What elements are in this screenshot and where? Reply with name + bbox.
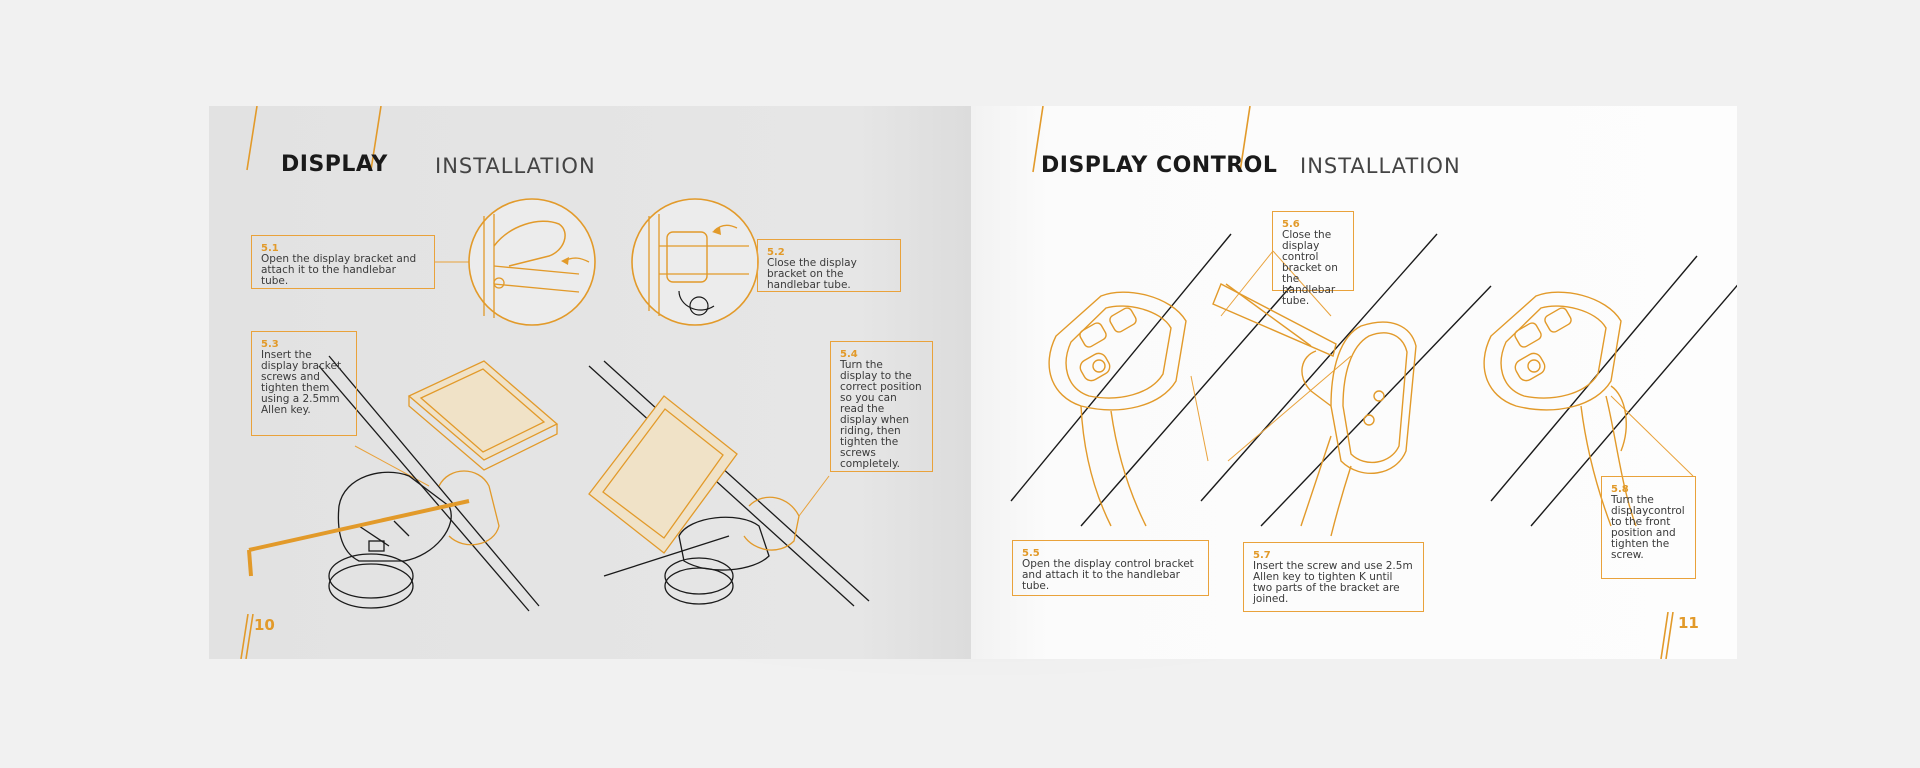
step-number: 5.8 (1611, 484, 1629, 495)
step-5-8: 5.8 Turn the displaycontrol to the front… (1601, 476, 1696, 579)
left-page-illustrations (246, 106, 870, 612)
left-title-installation: INSTALLATION (435, 154, 596, 178)
step-number: 5.4 (840, 349, 858, 360)
step-number: 5.1 (261, 243, 279, 254)
step-text: Insert the display bracket screws and ti… (261, 349, 342, 416)
step-5-1: 5.1 Open the display bracket and attach … (251, 235, 435, 289)
step-number: 5.5 (1022, 548, 1040, 559)
illustration-5-8 (1483, 291, 1637, 527)
step-text: Turn the displaycontrol to the front pos… (1611, 494, 1685, 561)
step-text: Insert the screw and use 2.5m Allen key … (1253, 560, 1413, 605)
illustration-5-3 (247, 355, 559, 612)
step-text: Close the display bracket on the handleb… (767, 257, 857, 291)
right-title-installation: INSTALLATION (1300, 154, 1461, 178)
step-5-7: 5.7 Insert the screw and use 2.5m Allen … (1243, 542, 1424, 612)
step-text: Turn the display to the correct position… (840, 359, 922, 470)
step-number: 5.2 (767, 247, 785, 258)
right-page: DISPLAY CONTROL INSTALLATION 5.5 Open th… (971, 106, 1737, 659)
illustration-5-6 (1212, 283, 1417, 537)
illustration-5-5 (1048, 291, 1187, 527)
right-page-number: 11 (1678, 614, 1699, 632)
step-5-5: 5.5 Open the display control bracket and… (1012, 540, 1209, 596)
step-5-2: 5.2 Close the display bracket on the han… (757, 239, 901, 292)
step-text: Open the display bracket and attach it t… (261, 253, 417, 287)
step-text: Close the display control bracket on the… (1282, 229, 1338, 307)
left-page: DISPLAY INSTALLATION 5.1 Open the displa… (209, 106, 971, 659)
step-5-6: 5.6 Close the display control bracket on… (1272, 211, 1354, 307)
left-title-bold: DISPLAY (281, 152, 388, 177)
right-page-illustrations (1010, 106, 1737, 537)
detail-circle-5-1 (468, 198, 596, 326)
step-text: Open the display control bracket and att… (1022, 558, 1194, 592)
left-page-number: 10 (254, 616, 275, 634)
page-number-slash-right (1660, 612, 1674, 659)
step-number: 5.3 (261, 339, 279, 350)
step-number: 5.6 (1282, 219, 1300, 230)
step-5-4: 5.4 Turn the display to the correct posi… (830, 341, 933, 472)
right-title-bold: DISPLAY CONTROL (1041, 153, 1278, 178)
page-number-slash-left (240, 614, 254, 659)
step-number: 5.7 (1253, 550, 1271, 561)
detail-circle-5-2 (631, 198, 759, 326)
step-5-3: 5.3 Insert the display bracket screws an… (251, 331, 357, 436)
illustration-5-4 (588, 360, 870, 607)
